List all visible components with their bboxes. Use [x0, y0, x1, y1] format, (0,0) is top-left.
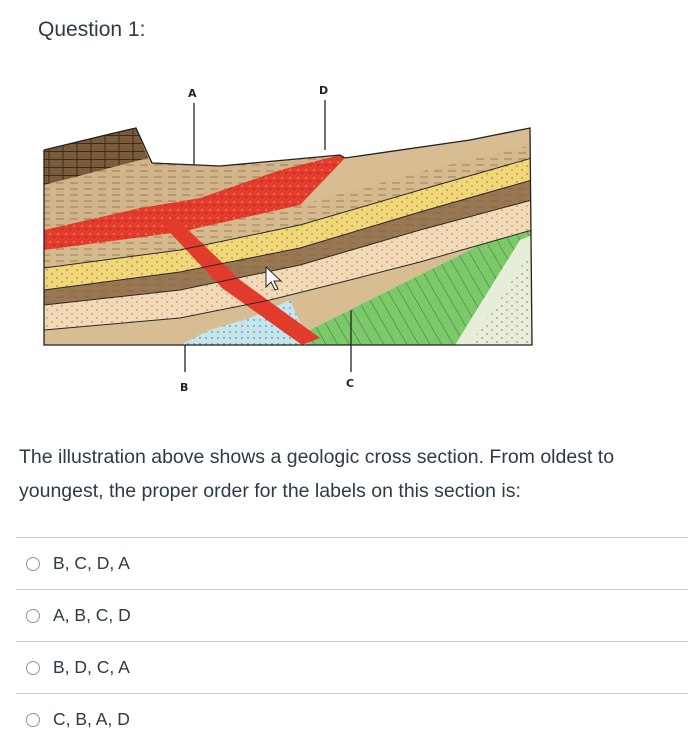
label-a: A — [188, 87, 197, 100]
question-title: Question 1: — [38, 18, 146, 41]
green-tilted-layer — [280, 215, 532, 345]
answer-label: B, D, C, A — [53, 657, 130, 677]
answer-label: C, B, A, D — [53, 709, 130, 729]
label-b: B — [180, 381, 189, 394]
radio-button[interactable] — [26, 608, 40, 623]
brick-cap-layer — [44, 128, 148, 185]
label-c: C — [346, 377, 355, 390]
block-outline — [43, 127, 533, 346]
answer-list: B, C, D, A A, B, C, D B, D, C, A C, B, A… — [16, 537, 688, 745]
answer-option-4[interactable]: C, B, A, D — [16, 693, 688, 745]
question-text: The illustration above shows a geologic … — [19, 446, 615, 502]
radio-button[interactable] — [26, 660, 40, 675]
rock-layers — [44, 128, 532, 345]
answer-option-1[interactable]: B, C, D, A — [16, 537, 688, 589]
label-d: D — [319, 84, 329, 97]
answer-option-3[interactable]: B, D, C, A — [16, 641, 688, 693]
answer-option-2[interactable]: A, B, C, D — [16, 589, 688, 641]
geologic-cross-section: A D B C — [0, 75, 695, 405]
radio-button[interactable] — [26, 712, 40, 727]
red-intrusion-sill — [44, 155, 345, 250]
cross-section-illustration — [43, 100, 533, 372]
answer-label: B, C, D, A — [53, 553, 130, 573]
mouse-cursor-icon — [265, 265, 283, 291]
radio-button[interactable] — [26, 556, 40, 571]
answer-label: A, B, C, D — [53, 605, 131, 625]
red-dike — [160, 218, 320, 345]
